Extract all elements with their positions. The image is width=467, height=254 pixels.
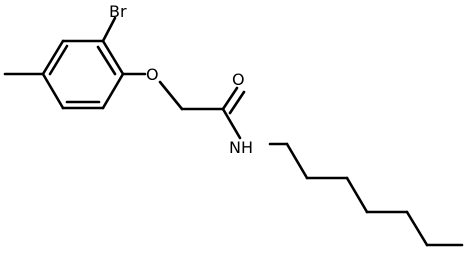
bromine-label: Br [109,2,127,21]
carbonyl-oxygen-label: O [232,70,245,89]
benzene-ring [41,39,125,110]
ring-bond [101,39,125,76]
amide-nitrogen-label: NH [229,138,253,157]
ring-bond [41,72,65,110]
ring-bond [41,39,65,76]
carbonyl-nitrogen-bond [221,107,242,140]
ring-inner-double-bond [96,45,117,76]
oxygen-ch2-bond [158,80,184,111]
bromine-bond [101,16,117,43]
chain-bond [345,176,369,214]
carbonyl-double-bond [228,90,246,115]
ether-oxygen-label: O [146,65,159,84]
carbonyl-double-bond [221,86,239,111]
chain-bond [405,210,429,247]
ring-bond [101,72,125,110]
ring-inner-double-bond [48,44,69,76]
heptyl-chain [268,142,464,247]
chain-bond [285,142,309,180]
